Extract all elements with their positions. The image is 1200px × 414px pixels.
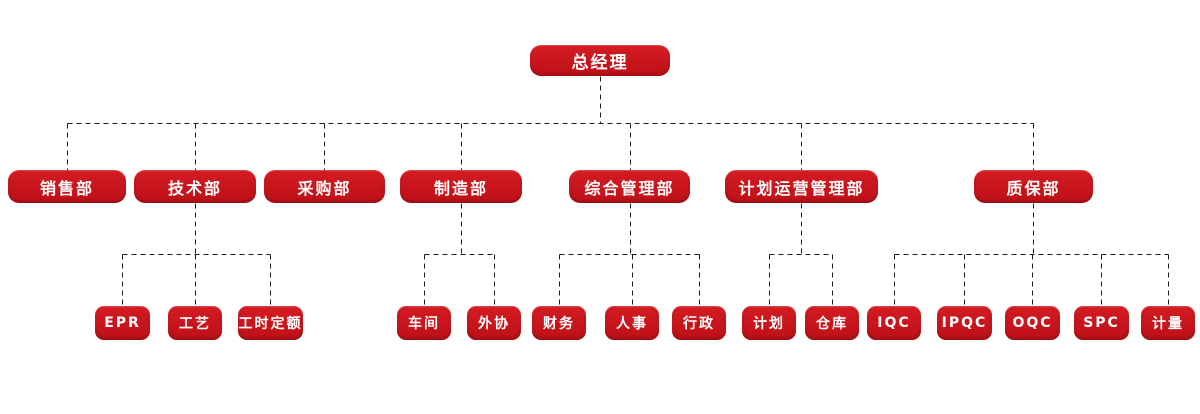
node-sub-hr: 人事	[605, 306, 659, 340]
node-sub-iqc: IQC	[867, 306, 921, 340]
node-sub-labor-hour-quota: 工时定额	[238, 306, 303, 340]
node-dept-purchasing: 采购部	[264, 170, 385, 203]
connector-general-management-children	[559, 203, 700, 307]
node-sub-process: 工艺	[168, 306, 222, 340]
node-sub-spc: SPC	[1074, 306, 1129, 340]
node-general-manager: 总经理	[530, 45, 670, 76]
node-sub-warehouse: 仓库	[805, 306, 859, 340]
connector-technology-children	[122, 203, 271, 307]
node-sub-workshop: 车间	[397, 306, 451, 340]
node-dept-manufacturing: 制造部	[400, 170, 522, 203]
node-sub-administration: 行政	[672, 306, 726, 340]
connector-quality-assurance-children	[894, 203, 1169, 307]
node-dept-planning-operations: 计划运营管理部	[725, 170, 878, 203]
node-sub-oqc: OQC	[1005, 306, 1060, 340]
connector-planning-operations-children	[769, 203, 833, 307]
node-sub-outsourcing: 外协	[467, 306, 521, 340]
node-sub-epr: EPR	[95, 306, 150, 340]
node-sub-metrology: 计量	[1141, 306, 1195, 340]
node-dept-sales: 销售部	[8, 170, 126, 203]
node-sub-ipqc: IPQC	[937, 306, 992, 340]
node-dept-quality-assurance: 质保部	[974, 170, 1093, 203]
connector-departments-rail	[67, 123, 1034, 171]
node-sub-finance: 财务	[532, 306, 586, 340]
node-dept-general-management: 综合管理部	[569, 170, 690, 203]
node-dept-technology: 技术部	[134, 170, 256, 203]
connector-manufacturing-children	[424, 203, 495, 307]
node-sub-planning: 计划	[742, 306, 796, 340]
